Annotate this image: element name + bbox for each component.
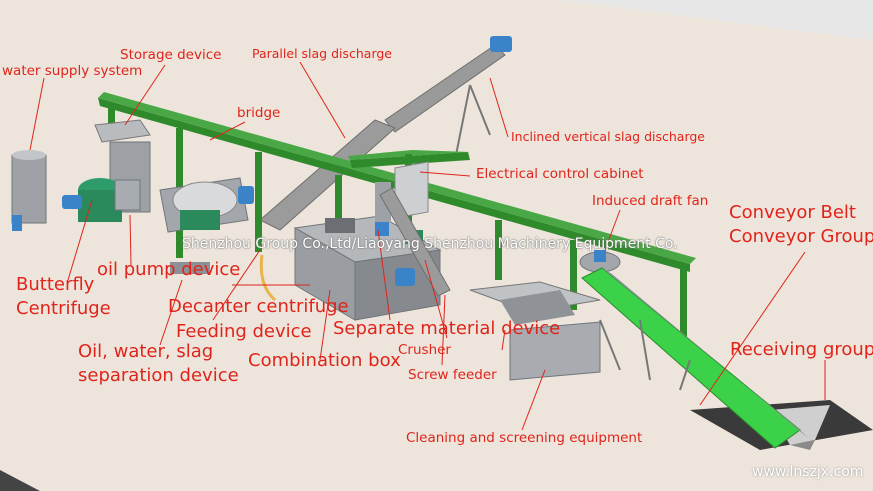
label-feeding-device: Feeding device — [176, 321, 312, 342]
label-decanter-centrifuge: Decanter centrifuge — [168, 296, 349, 317]
label-storage-device: Storage device — [120, 47, 222, 63]
combination-box — [293, 182, 442, 321]
label-oil-pump-device: oil pump device — [97, 259, 241, 280]
label-oil-water-slag: Oil, water, slag — [78, 341, 214, 362]
water-tank — [11, 150, 47, 231]
label-parallel-slag-discharge: Parallel slag discharge — [252, 46, 392, 61]
label-water-supply-system: water supply system — [2, 63, 143, 79]
green-conveyor — [581, 267, 808, 449]
decanter-centrifuge — [159, 177, 277, 302]
label-receiving-group: Receiving group — [730, 339, 873, 360]
crusher — [379, 187, 451, 297]
label-cleaning-screening-equipment: Cleaning and screening equipment — [406, 430, 643, 446]
label-crusher: Crusher — [398, 342, 451, 358]
watermark: Shenzhou Group Co.,Ltd/Liaoyang Shenzhou… — [182, 236, 678, 252]
background-wall — [0, 0, 873, 40]
label-induced-draft-fan: Induced draft fan — [592, 193, 709, 209]
label-bridge: bridge — [237, 105, 281, 121]
butterfly-centrifuge — [62, 178, 141, 222]
parallel-slag-conveyor — [259, 119, 396, 231]
label-electrical-control-cabinet: Electrical control cabinet — [476, 166, 644, 182]
label-inclined-vertical-slag-discharge: Inclined vertical slag discharge — [511, 129, 706, 144]
website-watermark: www.lnszjx.com — [752, 464, 864, 480]
floor-edge — [0, 470, 40, 491]
inclined-slag-conveyor — [384, 36, 512, 161]
label-conveyor-belt: Conveyor Belt — [729, 202, 856, 223]
label-combination-box: Combination box — [248, 350, 401, 371]
label-centrifuge: Centrifuge — [16, 298, 111, 319]
label-butterfly: Butterfly — [16, 274, 95, 295]
screening-equipment — [469, 281, 621, 381]
leader-lines — [29, 61, 826, 431]
label-screw-feeder: Screw feeder — [408, 367, 497, 383]
label-separate-material-device: Separate material device — [333, 318, 561, 339]
induced-draft-fan — [579, 250, 621, 273]
label-separation-device: separation device — [78, 365, 239, 386]
label-conveyor-group: Conveyor Group — [729, 226, 873, 247]
